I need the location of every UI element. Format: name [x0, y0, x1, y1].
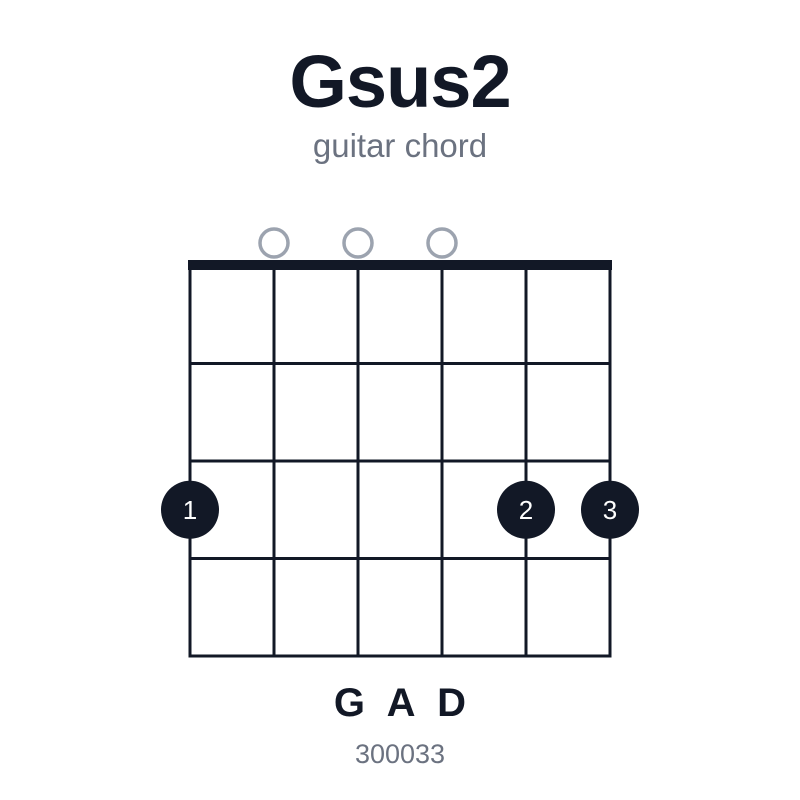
- finger-dot-3: [581, 480, 639, 539]
- open-string-marker-4: [426, 227, 458, 259]
- open-string-marker-2: [258, 227, 290, 259]
- finger-dot-2: [497, 480, 555, 539]
- chord-fingering: 300033: [354, 739, 446, 769]
- nut: [188, 260, 612, 270]
- finger-label-2: 2: [519, 495, 533, 525]
- finger-dot-1: [161, 480, 219, 539]
- chord-title: Gsus2: [289, 40, 511, 123]
- finger-label-1: 1: [183, 495, 197, 525]
- chord-notes: G A D: [333, 681, 473, 725]
- finger-label-3: 3: [603, 495, 617, 525]
- open-string-marker-3: [342, 227, 374, 259]
- chord-subtitle: guitar chord: [312, 127, 488, 164]
